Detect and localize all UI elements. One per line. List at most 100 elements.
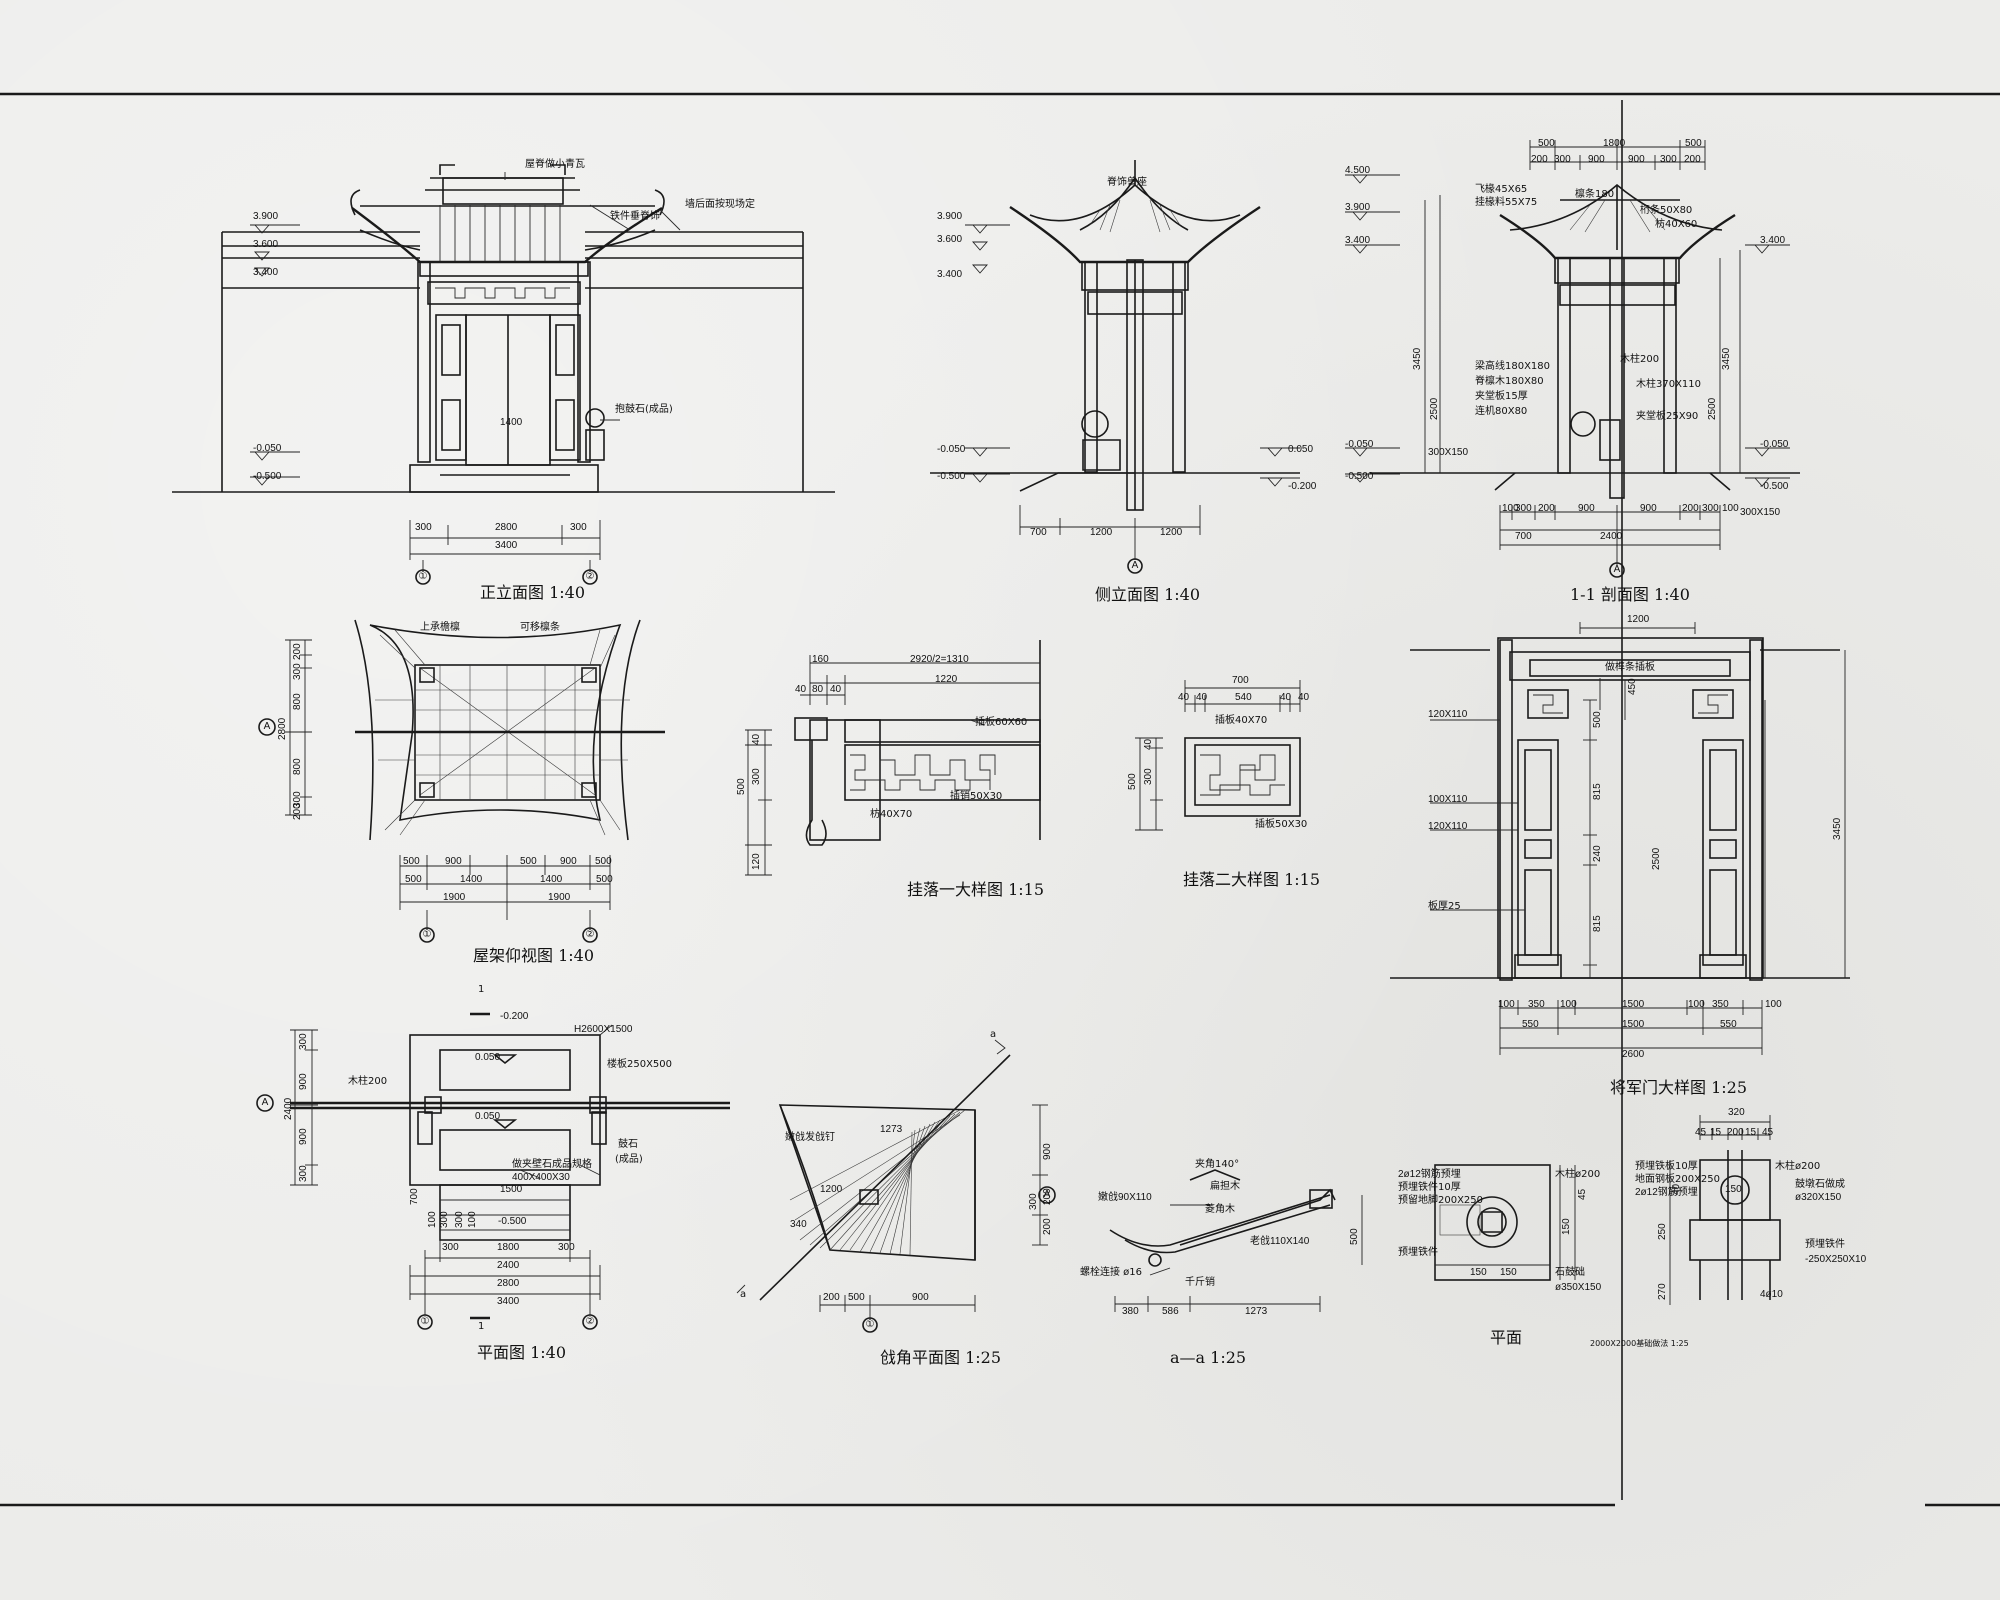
door-total: 2600	[1622, 1049, 1645, 1060]
plan-title: 平面图 1:40	[477, 1343, 567, 1362]
aa-d2: 586	[1162, 1306, 1179, 1317]
gl2-note-2: 插板50X30	[1255, 819, 1308, 830]
sec-note-11: 木柱370X110	[1636, 379, 1702, 390]
roof-total-left: 2800	[277, 717, 288, 740]
side-elevation-title: 侧立面图 1:40	[1095, 585, 1201, 604]
roof-b2: 900	[445, 856, 462, 867]
plan-note-7: (成品)	[615, 1154, 643, 1165]
front-level-5: -0.500	[253, 471, 282, 482]
plan-b4: 2400	[497, 1260, 520, 1271]
front-level-3: 3.400	[253, 267, 279, 278]
plan-level-2: 0.050	[475, 1052, 501, 1063]
corner-d2: 200	[823, 1292, 840, 1303]
door-b7: 100	[1765, 999, 1782, 1010]
plan-b6: 3400	[497, 1296, 520, 1307]
front-dim-3: 300	[570, 522, 587, 533]
front-axis-1: ①	[418, 571, 428, 582]
pm-note-1: 2ø12钢筋预埋	[1398, 1169, 1461, 1180]
front-callout-4: 抱鼓石(成品)	[615, 404, 673, 415]
plan-s1: 100	[427, 1211, 438, 1228]
floor-plan	[256, 1012, 730, 1330]
sec-v-2: 2500	[1429, 397, 1440, 420]
front-callout-2: 铁件垂脊饰	[610, 211, 660, 222]
gl1-top-6: 40	[830, 684, 842, 695]
roof-axis-2: ②	[585, 929, 595, 940]
sec-level-r3: -0.500	[1760, 481, 1789, 492]
pm-d6: 45	[1762, 1127, 1774, 1138]
corner-d6: 300	[1028, 1193, 1039, 1210]
door-left-4: 板厚25	[1428, 901, 1461, 912]
pm-note-13: ø320X150	[1795, 1192, 1842, 1203]
sec-note-7: 梁高线180X180	[1475, 361, 1551, 372]
side-level-2: 3.600	[937, 234, 963, 245]
pm-note-2: 预埋铁件10厚	[1398, 1182, 1461, 1193]
plan-b3: 300	[558, 1242, 575, 1253]
corner-d1: 1273	[880, 1124, 903, 1135]
gua-luo-1-detail	[745, 640, 1041, 876]
pm-d13: 150	[1500, 1267, 1517, 1278]
gl1-note-1: 插板60X60	[975, 717, 1028, 728]
corner-plan-title: 戗角平面图 1:25	[880, 1348, 1002, 1367]
roof-axis-A: A	[263, 721, 271, 732]
side-level-3: 3.400	[937, 269, 963, 280]
sec-bot-2: 300	[1515, 503, 1532, 514]
sec-level-r1: 3.400	[1760, 235, 1786, 246]
side-dim-2: 1200	[1090, 527, 1113, 538]
sec-top-3: 500	[1685, 138, 1702, 149]
door-r5: 2500	[1651, 847, 1662, 870]
roof-note-1: 上承檐檩	[420, 622, 460, 633]
sec-level-3: 3.400	[1345, 235, 1371, 246]
plan-section-mark-bottom: 1	[478, 1321, 485, 1332]
corner-note-a2: a	[740, 1289, 747, 1300]
sec-note-13: 300X150	[1428, 447, 1469, 458]
section-1-1	[1345, 140, 1800, 578]
side-level-6: 0.050	[1288, 444, 1314, 455]
pm-note-5: 预埋铁件	[1398, 1247, 1438, 1258]
plan-s4: 100	[467, 1211, 478, 1228]
plan-note-4: 做夹壁石成品规格	[512, 1159, 592, 1170]
corner-plan	[736, 1039, 1056, 1333]
gl1-left-2: 300	[751, 768, 762, 785]
foundation-plan	[1434, 1115, 1781, 1305]
sec-v-4: 2500	[1707, 397, 1718, 420]
aa-d3: 1273	[1245, 1306, 1268, 1317]
aa-note-6: 螺栓连接 ø16	[1080, 1267, 1143, 1278]
sec-bot-1: 100	[1502, 503, 1519, 514]
pm-d8: 40	[1671, 1183, 1682, 1195]
plan-l2: 900	[298, 1073, 309, 1090]
pm-note-14: 预埋铁件	[1805, 1239, 1845, 1250]
sec-top2-6: 200	[1684, 154, 1701, 165]
pm-note-3: 预留地脚200X250	[1398, 1195, 1484, 1206]
pm-note-9: 预埋铁板10厚	[1635, 1161, 1698, 1172]
front-door-width: 1400	[500, 417, 523, 428]
plan-l4: 300	[298, 1165, 309, 1182]
sec-note-6: 木柱200	[1620, 354, 1660, 365]
door-b5: 100	[1688, 999, 1705, 1010]
sec-axis: A	[1613, 564, 1621, 575]
door-c1: 550	[1522, 1019, 1539, 1030]
side-axis: A	[1131, 560, 1139, 571]
plan-s2: 300	[439, 1211, 450, 1228]
generals-door-detail	[1390, 622, 1850, 1055]
roof-l1: 200	[292, 643, 303, 660]
sec-level-4: -0.050	[1345, 439, 1374, 450]
sec-note-1: 飞椽45X65	[1475, 184, 1528, 195]
gl1-top-5: 80	[812, 684, 824, 695]
aa-note-3: 菱角木	[1205, 1204, 1235, 1215]
sec-note-10: 连机80X80	[1475, 406, 1528, 417]
roof-note-2: 可移檩条	[520, 622, 560, 633]
gl2-left-2: 300	[1143, 768, 1154, 785]
roof-l6: 200	[292, 803, 303, 820]
roof-c4: 500	[596, 874, 613, 885]
front-callout-1: 屋脊做小青瓦	[525, 159, 585, 170]
gl1-top-1: 2920/2=1310	[910, 654, 969, 665]
roof-b5: 500	[595, 856, 612, 867]
gl2-top-6: 40	[1298, 692, 1310, 703]
roof-axis-1: ①	[422, 929, 432, 940]
sec-level-1: 4.500	[1345, 165, 1371, 176]
sec-bot-total: 2400	[1600, 531, 1623, 542]
sec-level-5: -0.500	[1345, 471, 1374, 482]
aa-d1: 380	[1122, 1306, 1139, 1317]
door-r4: 815	[1592, 915, 1603, 932]
